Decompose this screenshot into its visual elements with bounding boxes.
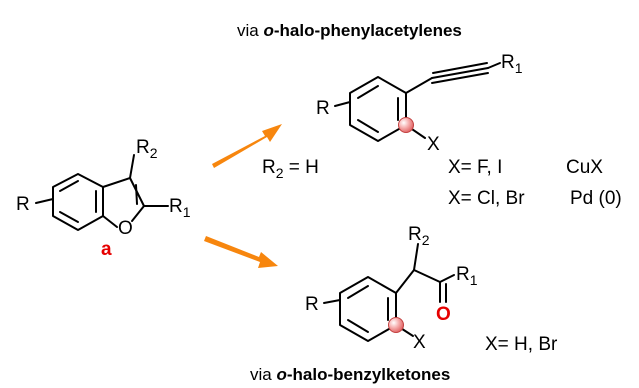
top-r-label: R bbox=[316, 98, 330, 119]
bottom-r1-label: R1 bbox=[456, 264, 478, 288]
condition-pd0: Pd (0) bbox=[570, 188, 622, 209]
bond-a-label: a bbox=[101, 239, 112, 260]
o-halo-phenylacetylene: R R1 X bbox=[316, 52, 523, 155]
bottom-halogen-position-ball bbox=[388, 317, 404, 333]
top-orange-arrow bbox=[212, 124, 282, 168]
ketone-oxygen-label: O bbox=[436, 304, 451, 325]
condition-cux: CuX bbox=[566, 157, 603, 178]
bottom-r-label: R bbox=[305, 294, 319, 315]
benzofuran-r-label: R bbox=[16, 194, 30, 215]
top-halogen-position-ball bbox=[398, 117, 414, 133]
top-r1-label: R1 bbox=[501, 52, 523, 76]
bottom-route-title: via o-halo-benzylketones bbox=[250, 365, 450, 384]
bottom-r2-label: R2 bbox=[408, 224, 430, 248]
condition-r2-eq-h: R2 = H bbox=[262, 157, 319, 181]
top-route-title: via o-halo-phenylacetylenes bbox=[237, 21, 462, 40]
condition-cl-br: X= Cl, Br bbox=[448, 188, 525, 209]
o-halo-benzylketone: R R2 R1 O X bbox=[305, 224, 478, 353]
condition-h-br: X= H, Br bbox=[485, 334, 558, 355]
top-x-label: X bbox=[427, 134, 440, 155]
benzofuran-r2-label: R2 bbox=[136, 137, 158, 161]
bottom-orange-arrow bbox=[204, 236, 278, 268]
bottom-x-label: X bbox=[413, 332, 426, 353]
condition-f-i: X= F, I bbox=[448, 157, 502, 178]
benzofuran: R R2 R1 O a bbox=[16, 137, 191, 260]
benzofuran-r1-label: R1 bbox=[169, 196, 191, 220]
benzofuran-oxygen-label: O bbox=[118, 218, 133, 239]
